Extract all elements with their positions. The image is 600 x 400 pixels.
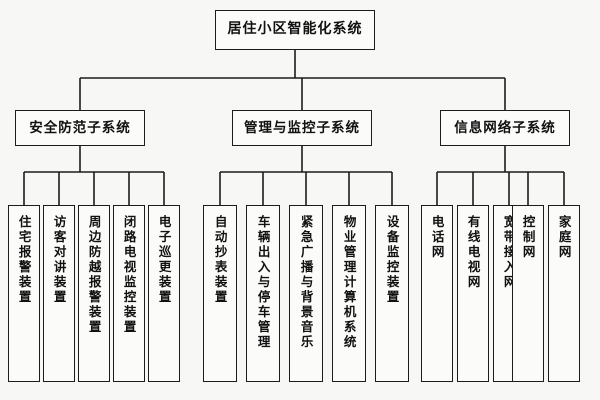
- leaf-node-0-3: 闭路电视监控装置: [113, 205, 145, 382]
- branch-node-1: 管理与监控子系统: [232, 110, 372, 146]
- leaf-node-2-3: 控制网: [512, 205, 544, 382]
- branch-node-2-label: 信息网络子系统: [454, 119, 556, 136]
- leaf-node-0-1: 访客对讲装置: [43, 205, 75, 382]
- leaf-node-2-4: 家庭网: [548, 205, 580, 382]
- branch-node-2: 信息网络子系统: [440, 110, 570, 146]
- leaf-node-0-1-label: 访客对讲装置: [51, 215, 67, 305]
- leaf-node-0-0-label: 住宅报警装置: [16, 215, 32, 305]
- leaf-node-2-1-label: 有线电视网: [465, 215, 481, 290]
- leaf-node-1-2-label: 紧急广播与背景音乐: [298, 215, 314, 350]
- leaf-node-0-3-label: 闭路电视监控装置: [121, 215, 137, 335]
- root-node: 居住小区智能化系统: [215, 10, 375, 50]
- leaf-node-0-2: 周边防越报警装置: [78, 205, 110, 382]
- leaf-node-0-4: 电子巡更装置: [148, 205, 180, 382]
- root-node-label: 居住小区智能化系统: [227, 21, 363, 38]
- leaf-node-0-0: 住宅报警装置: [8, 205, 40, 382]
- leaf-node-1-0: 自动抄表装置: [203, 205, 237, 382]
- leaf-node-1-2: 紧急广播与背景音乐: [289, 205, 323, 382]
- leaf-node-2-3-label: 控制网: [520, 215, 536, 260]
- branch-node-0: 安全防范子系统: [15, 110, 145, 146]
- leaf-node-1-4: 设备监控装置: [375, 205, 409, 382]
- leaf-node-1-1-label: 车辆出入与停车管理: [255, 215, 271, 350]
- leaf-node-2-0-label: 电话网: [429, 215, 445, 260]
- leaf-node-1-1: 车辆出入与停车管理: [246, 205, 280, 382]
- leaf-node-1-3-label: 物业管理计算机系统: [341, 215, 357, 350]
- leaf-node-1-3: 物业管理计算机系统: [332, 205, 366, 382]
- leaf-node-1-0-label: 自动抄表装置: [212, 215, 228, 305]
- leaf-node-0-2-label: 周边防越报警装置: [86, 215, 102, 335]
- branch-node-0-label: 安全防范子系统: [29, 119, 131, 136]
- leaf-node-2-4-label: 家庭网: [556, 215, 572, 260]
- branch-node-1-label: 管理与监控子系统: [244, 119, 360, 136]
- leaf-node-2-0: 电话网: [421, 205, 453, 382]
- leaf-node-0-4-label: 电子巡更装置: [156, 215, 172, 305]
- leaf-node-1-4-label: 设备监控装置: [384, 215, 400, 305]
- leaf-node-2-1: 有线电视网: [457, 205, 489, 382]
